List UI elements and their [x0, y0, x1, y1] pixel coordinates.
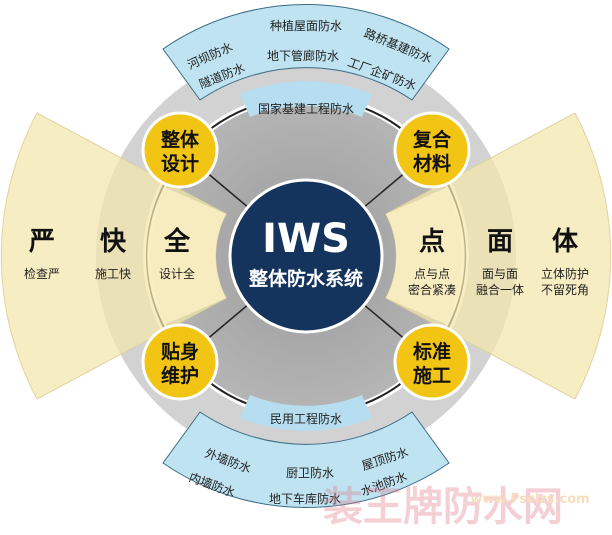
- top-inner-band: [240, 81, 372, 117]
- center-subtitle: 整体防水系统: [249, 267, 363, 290]
- watermark-text: 装王牌防水网: [323, 484, 563, 530]
- quadrant-label: 整体: [161, 128, 200, 151]
- right-title: 面: [487, 227, 513, 257]
- watermark: 装王牌防水网 www.Fsclzs.com: [323, 484, 590, 530]
- right-inner-fan: [386, 187, 465, 325]
- right-sub: 不留死角: [541, 283, 589, 297]
- quadrant-label: 维护: [161, 364, 199, 387]
- center-circle: [228, 178, 384, 334]
- band-item: 地下管廊防水: [267, 48, 339, 63]
- quadrant-label: 复合: [412, 128, 452, 151]
- watermark-url: www.Fsclzs.com: [470, 492, 589, 507]
- left-inner-fan: [147, 187, 226, 325]
- bottom-outer-band: [162, 411, 450, 508]
- top-band-label: 国家基建工程防水: [258, 101, 354, 116]
- quadrant-标准施工: 标准 施工: [393, 323, 471, 401]
- quadrant-label: 标准: [413, 341, 451, 363]
- right-sub: 面与面: [482, 267, 518, 281]
- quadrant-复合材料: 复合 材料: [393, 111, 471, 189]
- quadrant-label: 设计: [161, 153, 199, 175]
- band-item: 地下车库防水: [269, 491, 341, 506]
- left-title: 严: [29, 227, 55, 257]
- bottom-band-label: 民用工程防水: [270, 411, 342, 426]
- quadrant-label: 施工: [413, 364, 451, 387]
- band-item: 种植屋面防水: [270, 18, 342, 33]
- right-title: 体: [552, 227, 579, 257]
- center-title: IWS: [262, 216, 350, 262]
- bottom-inner-band: [240, 395, 372, 431]
- left-title: 全: [163, 226, 191, 257]
- quadrant-贴身维护: 贴身 维护: [141, 323, 219, 401]
- left-sub: 检查严: [24, 266, 60, 281]
- left-title: 快: [100, 227, 127, 257]
- quadrant-整体设计: 整体 设计: [141, 111, 219, 189]
- left-sub: 施工快: [95, 267, 131, 281]
- right-sub: 点与点: [414, 267, 450, 281]
- right-sub: 融合一体: [476, 282, 524, 297]
- quadrant-label: 材料: [413, 152, 451, 175]
- top-outer-band: [162, 4, 450, 101]
- right-sub: 立体防护: [541, 266, 589, 281]
- left-sub: 设计全: [159, 266, 195, 281]
- right-sub: 密合紧凑: [408, 282, 456, 297]
- quadrant-label: 贴身: [161, 340, 199, 363]
- band-item: 厨卫防水: [286, 465, 334, 480]
- right-title: 点: [419, 226, 445, 257]
